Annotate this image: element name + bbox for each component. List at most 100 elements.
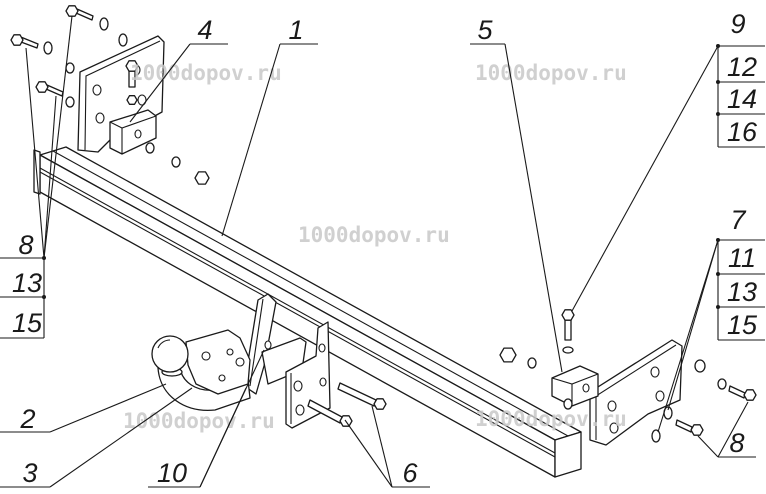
left-bracket-hole <box>137 94 147 106</box>
tow-hitch-assembly <box>151 293 331 429</box>
plate-hole <box>295 404 305 416</box>
leader-part-1 <box>221 43 281 237</box>
washer <box>717 378 727 390</box>
washer <box>65 62 75 74</box>
mount-hole <box>226 348 234 356</box>
callout-part-1: 1 <box>288 15 303 45</box>
bolt <box>561 309 575 341</box>
washer <box>562 346 574 354</box>
bolt-head <box>373 398 387 410</box>
mount-bolt-head <box>235 357 245 367</box>
callout-part-9: 9 <box>730 9 745 39</box>
callout-part-12: 12 <box>727 52 757 82</box>
washer <box>563 398 573 410</box>
washer <box>99 17 109 31</box>
callout-part-15-right: 15 <box>727 310 758 340</box>
angle-bracket-part-5 <box>551 365 599 407</box>
washer <box>694 359 706 373</box>
leader-part-2 <box>49 383 167 433</box>
watermark: 1000dopov.ru <box>123 409 275 433</box>
callout-part-14: 14 <box>727 84 757 114</box>
right-bracket-hole <box>650 366 660 378</box>
plate-hole <box>318 343 326 353</box>
bolt-head <box>743 389 757 401</box>
leader-dot <box>716 305 720 309</box>
watermark: 1000dopov.ru <box>130 61 282 85</box>
bolt <box>675 419 704 436</box>
callout-part-11: 11 <box>728 243 756 273</box>
plate-hole <box>293 380 303 392</box>
nut <box>194 171 210 185</box>
bracket-4-hole <box>134 129 142 139</box>
bolt-head <box>690 424 704 436</box>
callout-part-16: 16 <box>727 117 758 147</box>
tow-ball-neck <box>157 367 251 411</box>
callout-part-2: 2 <box>19 404 35 434</box>
side-plate-part-6 <box>285 321 331 429</box>
leader-part-3 <box>49 387 193 488</box>
bracket-5-hole <box>582 383 590 393</box>
callout-part-10: 10 <box>157 458 187 488</box>
bolt <box>10 34 39 49</box>
leader-part-6 <box>344 419 393 488</box>
leader-part-5 <box>504 43 563 373</box>
callout-part-7: 7 <box>730 205 746 235</box>
bolt <box>337 382 387 410</box>
bolt-head <box>65 5 79 17</box>
callout-part-13-right: 13 <box>727 277 757 307</box>
leader-part-7 <box>657 239 719 433</box>
watermark: 1000dopov.ru <box>298 223 450 247</box>
leader-dot <box>42 295 46 299</box>
right-mounting-bracket <box>589 339 683 446</box>
right-bracket-hole <box>609 422 619 434</box>
hitch-mount-part-3 <box>185 329 251 395</box>
washer <box>527 357 537 369</box>
bolt <box>65 5 94 21</box>
bolt <box>728 385 757 401</box>
washer <box>65 96 75 108</box>
callout-part-8-left: 8 <box>18 230 33 260</box>
leader-part-8-right <box>717 401 749 458</box>
washer <box>171 156 181 168</box>
callout-part-6: 6 <box>402 458 418 488</box>
callout-part-4: 4 <box>197 15 212 45</box>
right-bracket-hole <box>607 400 617 412</box>
right-bracket-hole <box>655 390 665 402</box>
callout-part-15-left: 15 <box>12 308 43 338</box>
leader-part-9 <box>571 45 719 312</box>
leader-dot <box>716 112 720 116</box>
leader-part-8-right <box>697 435 719 458</box>
leader-part-8-left <box>43 15 73 259</box>
callout-part-3: 3 <box>22 458 37 488</box>
watermark: 1000dopov.ru <box>475 61 627 85</box>
mount-hole <box>201 351 211 361</box>
bolt-head <box>561 309 575 321</box>
support-strap-part-10 <box>243 293 307 395</box>
leader-part-10 <box>199 349 265 488</box>
mount-bolt-head <box>218 374 226 382</box>
watermark: 1000dopov.ru <box>475 407 627 431</box>
left-bracket-hole <box>95 112 105 124</box>
bolt <box>35 81 64 97</box>
leader-dot <box>716 272 720 276</box>
leader-lines <box>0 15 765 488</box>
bolt-head <box>125 60 139 72</box>
leader-part-6 <box>371 405 393 488</box>
beam-right-end <box>554 431 582 478</box>
leader-part-8-left <box>25 47 45 259</box>
tow-ball-part-2 <box>151 335 189 377</box>
callout-part-8-right: 8 <box>729 428 744 458</box>
callout-part-13-left: 13 <box>12 268 42 298</box>
nut <box>499 347 517 363</box>
bolt-head <box>10 34 24 46</box>
washer <box>118 33 128 47</box>
bolt <box>125 60 139 88</box>
leader-dot <box>716 80 720 84</box>
callout-labels: 4 1 5 9 12 14 16 7 11 13 15 8 8 13 15 2 … <box>12 9 758 488</box>
strap-hole <box>264 340 272 350</box>
washer <box>145 142 155 154</box>
angle-bracket-part-4 <box>109 109 157 155</box>
bolt-head <box>35 81 49 93</box>
cross-beam <box>33 146 582 478</box>
